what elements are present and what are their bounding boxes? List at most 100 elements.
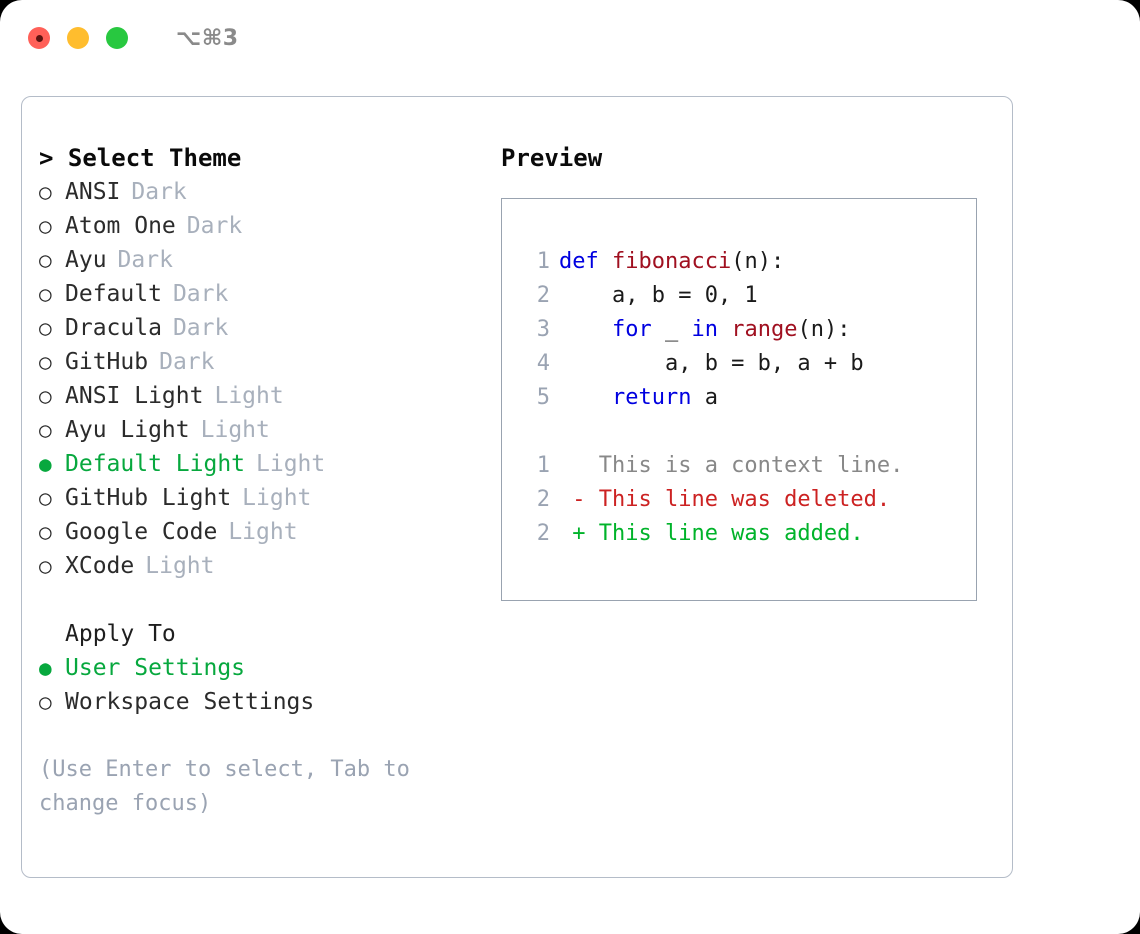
code-line-3: 3 for _ in range(n): (520, 313, 976, 347)
code-line-number: 5 (536, 385, 550, 410)
diff-line-number: 1 (536, 453, 550, 478)
close-button[interactable] (28, 27, 50, 49)
radio-unselected-icon: ○ (39, 180, 52, 204)
diff-line-added: 2 + This line was added. (520, 517, 976, 551)
radio-unselected-icon: ○ (39, 350, 52, 374)
code-token: (n): (797, 317, 851, 342)
title-bar: ⌥⌘3 (0, 0, 1140, 76)
code-line-text: a, b = 0, 1 (559, 279, 758, 313)
theme-option-7[interactable]: ○ Ayu Light Light (39, 413, 469, 447)
apply-to-list: ● User Settings ○Workspace Settings (39, 651, 469, 719)
theme-option-label: ANSI Light (65, 383, 204, 409)
keyboard-hint: (Use Enter to select, Tab to change focu… (39, 757, 410, 816)
theme-option-tag: Light (242, 485, 312, 511)
code-diff-spacer (520, 415, 976, 449)
apply-to-title: Apply To (65, 621, 176, 647)
theme-option-tag: Light (200, 417, 270, 443)
traffic-lights (28, 27, 128, 49)
code-token (559, 385, 612, 410)
code-token: range (731, 317, 798, 342)
code-token: def (559, 249, 612, 274)
code-line-number: 3 (536, 317, 550, 342)
theme-option-11[interactable]: ○ XCode Light (39, 549, 469, 583)
theme-option-tag: Light (145, 553, 215, 579)
code-line-number: 4 (536, 351, 550, 376)
radio-unselected-icon: ○ (39, 214, 52, 238)
radio-selected-icon: ● (39, 452, 52, 476)
radio-unselected-icon: ○ (39, 690, 52, 714)
theme-option-label: Ayu (65, 247, 107, 273)
apply-to-option-0[interactable]: ● User Settings (39, 651, 469, 685)
code-token (559, 317, 612, 342)
code-token: in (691, 317, 718, 342)
maximize-button[interactable] (106, 27, 128, 49)
code-line-4: 4 a, b = b, a + b (520, 347, 976, 381)
theme-option-0[interactable]: ○ ANSI Dark (39, 175, 469, 209)
theme-option-label: GitHub (65, 349, 149, 375)
theme-option-tag: Dark (172, 315, 229, 341)
code-token: fibonacci (611, 249, 732, 274)
theme-option-tag: Light (228, 519, 298, 545)
theme-option-label: Default Light (65, 451, 246, 477)
theme-option-tag: Dark (172, 281, 229, 307)
theme-option-label: Default (65, 281, 162, 307)
theme-option-label: Dracula (65, 315, 162, 341)
radio-unselected-icon: ○ (39, 384, 52, 408)
code-token: _ (651, 317, 692, 342)
theme-option-tag: Light (214, 383, 284, 409)
code-token: a, b = b, a + b (559, 351, 864, 376)
diff-line-text: - This line was deleted. (559, 487, 891, 512)
radio-unselected-icon: ○ (39, 520, 52, 544)
diff-line-context: 1 This is a context line. (520, 449, 976, 483)
theme-option-6[interactable]: ○ ANSI Light Light (39, 379, 469, 413)
code-token (718, 317, 731, 342)
code-line-5: 5 return a (520, 381, 976, 415)
theme-option-label: Ayu Light (65, 417, 190, 443)
diff-sample: 1 This is a context line.2 - This line w… (520, 449, 976, 551)
code-line-text: return a (559, 381, 718, 415)
theme-option-3[interactable]: ○ Default Dark (39, 277, 469, 311)
code-token: (n): (731, 249, 785, 274)
radio-selected-icon: ● (39, 656, 52, 680)
code-token: return (611, 385, 692, 410)
theme-option-label: GitHub Light (65, 485, 232, 511)
theme-option-8[interactable]: ● Default Light Light (39, 447, 469, 481)
code-line-text: def fibonacci(n): (559, 245, 784, 279)
radio-unselected-icon: ○ (39, 248, 52, 272)
radio-unselected-icon: ○ (39, 486, 52, 510)
theme-option-9[interactable]: ○ GitHub Light Light (39, 481, 469, 515)
theme-option-tag: Light (256, 451, 326, 477)
theme-option-5[interactable]: ○ GitHub Dark (39, 345, 469, 379)
radio-unselected-icon: ○ (39, 554, 52, 578)
diff-line-number: 2 (536, 487, 550, 512)
code-token: a (691, 385, 718, 410)
theme-option-label: XCode (65, 553, 135, 579)
radio-unselected-icon: ○ (39, 282, 52, 306)
diff-line-deleted: 2 - This line was deleted. (520, 483, 976, 517)
theme-option-tag: Dark (131, 179, 187, 205)
preview-header: Preview (501, 144, 603, 172)
theme-option-tag: Dark (159, 349, 215, 375)
diff-line-text: This is a context line. (559, 453, 904, 478)
theme-option-tag: Dark (117, 247, 173, 273)
theme-option-2[interactable]: ○ Ayu Dark (39, 243, 469, 277)
theme-option-tag: Dark (186, 213, 243, 239)
code-line-2: 2 a, b = 0, 1 (520, 279, 976, 313)
radio-unselected-icon: ○ (39, 418, 52, 442)
code-token: for (611, 317, 652, 342)
theme-option-label: ANSI (65, 179, 121, 205)
apply-to-option-label: User Settings (65, 655, 246, 681)
apply-to-option-1[interactable]: ○Workspace Settings (39, 685, 469, 719)
minimize-button[interactable] (67, 27, 89, 49)
keyboard-shortcut-label: ⌥⌘3 (176, 25, 239, 51)
